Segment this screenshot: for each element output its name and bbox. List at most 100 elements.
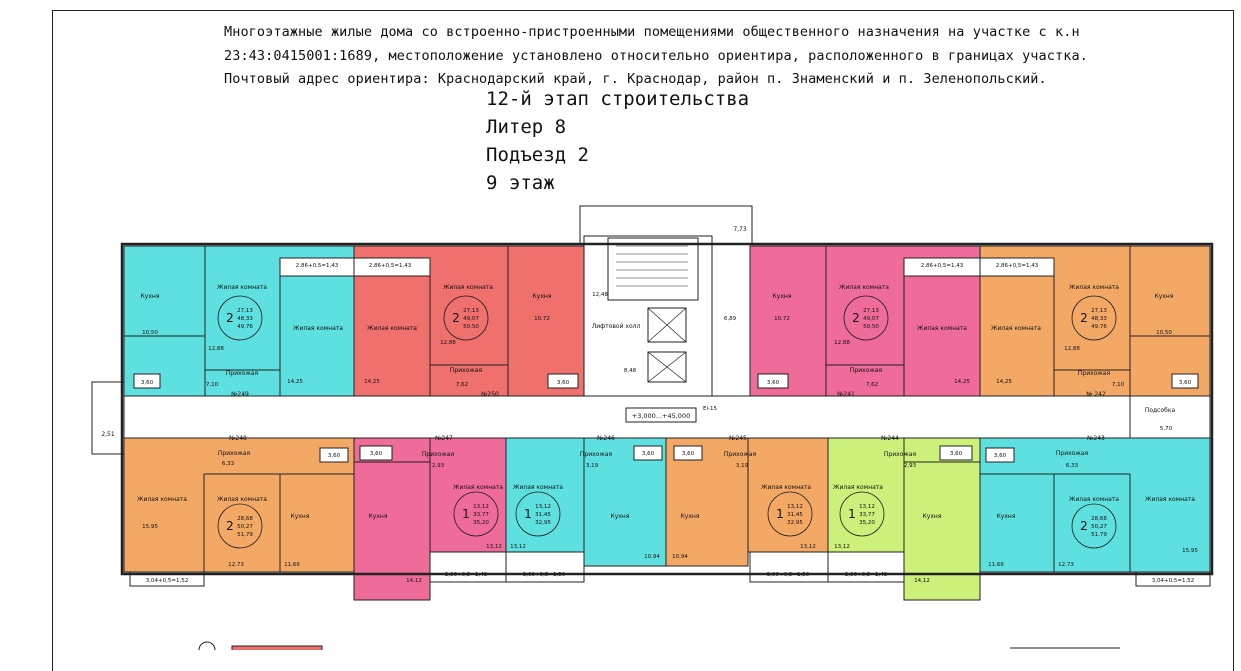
apt-250-living2-area: 14,25	[364, 379, 380, 385]
apt-246-area-living: 13,12	[535, 504, 551, 510]
apt-242-living2-area: 14,25	[996, 379, 1012, 385]
apt-243-area-balcony: 51,79	[1091, 532, 1107, 538]
level-box	[625, 407, 697, 423]
apt-243-bath-area: 3,60	[994, 453, 1007, 459]
apt-243-num: №243	[1087, 435, 1105, 442]
apt-243-living2-area: 12,73	[1058, 562, 1074, 568]
apt-243-balcony-label: 3,04+0,5=1,52	[1152, 578, 1194, 584]
apt-244-balcony	[827, 551, 905, 583]
apt-248-bath	[319, 447, 349, 463]
apt-249-area-balcony: 49,76	[237, 324, 253, 330]
apt-241-rooms: 2	[852, 311, 860, 325]
apt-242-num: № 242	[1086, 391, 1106, 398]
apt-241-living-area: 12,88	[834, 340, 850, 346]
floor-title: 9 этаж	[486, 172, 555, 194]
apt-250-area-balcony: 50,50	[463, 324, 479, 330]
apt-244-living-area: 13,12	[834, 544, 850, 550]
apt-245-living-area: 13,12	[800, 544, 816, 550]
apt-245-num: №245	[729, 435, 747, 442]
apt-242-area-balcony: 49,76	[1091, 324, 1107, 330]
apt-241-area-living: 27,13	[863, 308, 879, 314]
stair-area: 12,48	[592, 292, 608, 298]
apt-242-bath	[1171, 373, 1199, 389]
apt-242-hall: Прихожая	[1078, 370, 1111, 377]
apt-245-kitchen: Кухня	[681, 513, 700, 520]
apt-247-living: Жилая комната	[453, 484, 503, 491]
apt-247-rooms: 1	[462, 507, 470, 521]
apt-244-hall-area: 2,93	[904, 463, 917, 469]
apt-243-living-area: 15,95	[1182, 548, 1198, 554]
apt-243-living: Жилая комната	[1069, 496, 1119, 503]
apt-244-num: №244	[881, 435, 899, 442]
apt-246-living-area: 13,12	[510, 544, 526, 550]
apt-248-kitchen-area: 11,66	[284, 562, 300, 568]
apt-241-area-total: 49,07	[863, 316, 879, 322]
apt-248-area-living: 28,68	[237, 516, 253, 522]
apt-243-rooms: 2	[1080, 519, 1088, 533]
apt-243-hall-area: 6,33	[1066, 463, 1079, 469]
apt-243-fill	[979, 437, 1211, 573]
apt-245-hall: Прихожая	[724, 451, 757, 458]
apt-246-circle	[515, 491, 561, 537]
apt-248-area-balcony: 51,79	[237, 532, 253, 538]
apt-248-hall: Прихожая	[218, 450, 251, 457]
apt-243-area-total: 50,27	[1091, 524, 1107, 530]
apt-246-living: Жилая комната	[513, 484, 563, 491]
apt-244-kitchen: Кухня	[923, 513, 942, 520]
apt-249-area-living: 27,13	[237, 308, 253, 314]
apt-245-living: Жилая комната	[761, 484, 811, 491]
apt-241-bath	[757, 373, 789, 389]
apt-247-num: №247	[435, 435, 453, 442]
apt-243-area-living: 28,68	[1091, 516, 1107, 522]
apt-248-area-total: 50,27	[237, 524, 253, 530]
apt-248-living2: Жилая комната	[217, 496, 267, 503]
apt-247-living-area: 13,12	[486, 544, 502, 550]
apt-246-area-balcony: 32,95	[535, 520, 551, 526]
apt-241-living2: Жилая комната	[917, 325, 967, 332]
apt-246-kitchen: Кухня	[611, 513, 630, 520]
apt-241-balcony-label: 2,86+0,5=1,43	[921, 263, 964, 269]
apt-249-bath-area: 3,60	[141, 380, 154, 386]
apt-245-circle	[767, 491, 813, 537]
apt-248-balcony-label: 3,04+0,5=1,52	[146, 578, 188, 584]
apt-250-hall-area: 7,62	[456, 382, 468, 388]
apt-250-hall: Прихожая	[450, 367, 483, 374]
apt-241-circle	[843, 295, 889, 341]
apt-244-circle	[839, 491, 885, 537]
apt-250-balcony	[353, 257, 431, 277]
dim-left: 2,51	[101, 431, 115, 438]
apt-248-hall-area: 6,33	[222, 461, 235, 467]
lift-1-x2	[647, 307, 687, 343]
apt-250-bath-area: 3,60	[557, 380, 570, 386]
apt-243-balcony	[1135, 571, 1211, 587]
apt-248-rooms: 2	[226, 519, 234, 533]
apt-242-area-total: 48,33	[1091, 316, 1107, 322]
apt-242-kitchen: Кухня	[1155, 293, 1174, 300]
apt-245-area-total: 31,45	[787, 512, 803, 518]
apt-246-hall: Прихожая	[580, 451, 613, 458]
apt-247-area-total: 33,77	[473, 512, 489, 518]
apt-242-kitchen-area: 10,50	[1156, 330, 1172, 336]
apt-250-rooms: 2	[452, 311, 460, 325]
apt-249-living2: Жилая комната	[293, 325, 343, 332]
apt-249-living2-area: 14,25	[287, 379, 303, 385]
apt-244-area-balcony: 35,20	[859, 520, 875, 526]
apt-246-num: №246	[597, 435, 615, 442]
apt-247-bath-area: 3,60	[370, 451, 383, 457]
apt-249-num: №249	[231, 391, 249, 398]
header-line-1: Многоэтажные жилые дома со встроенно-при…	[224, 24, 1080, 40]
apt-249-area-total: 48,33	[237, 316, 253, 322]
apt-246-kitchen-area: 10,94	[644, 554, 660, 560]
apt-245-bath-area: 3,60	[682, 451, 695, 457]
apt-243-kitchen: Кухня	[997, 513, 1016, 520]
apt-250-kitchen-area: 10,72	[534, 316, 550, 322]
apt-244-bath-area: 3,60	[950, 451, 963, 457]
left-balcony	[91, 381, 125, 455]
apt-245-area-living: 13,12	[787, 504, 803, 510]
apt-246-hall-area: 3,19	[586, 463, 599, 469]
apt-241-area-balcony: 50,50	[863, 324, 879, 330]
apt-249-living-area: 12,88	[208, 346, 224, 352]
apt-245-area-balcony: 32,95	[787, 520, 803, 526]
apt-249-kitchen-area: 10,50	[142, 330, 158, 336]
